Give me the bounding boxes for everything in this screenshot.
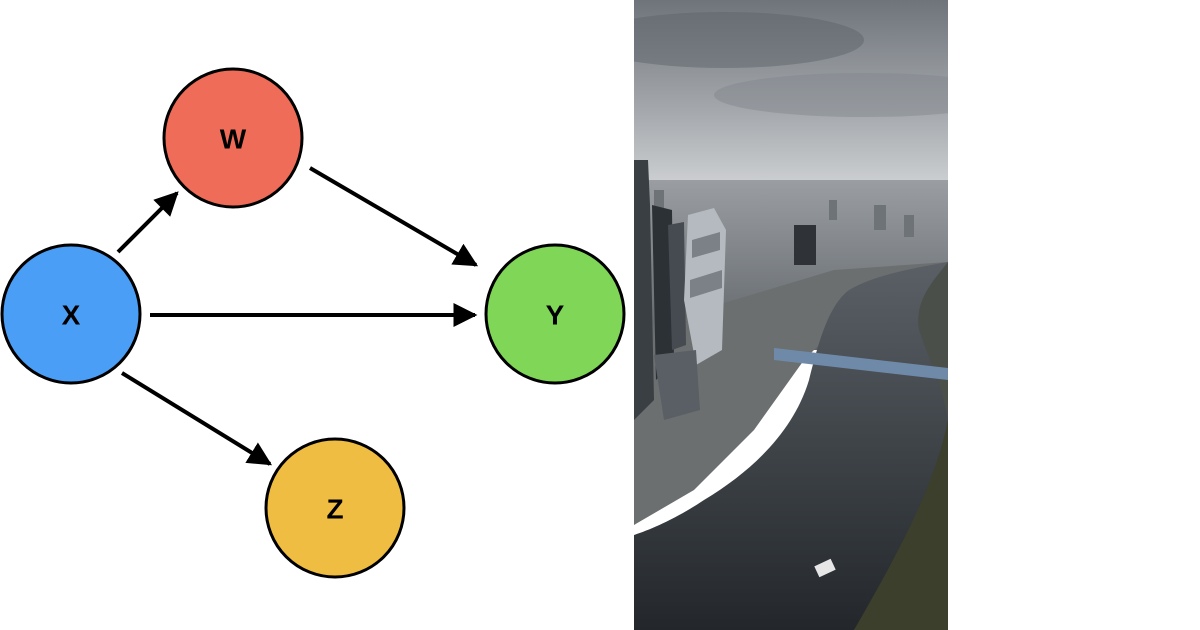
photo-distant-buildings bbox=[654, 190, 914, 265]
edge-x-to-z bbox=[120, 371, 273, 466]
photo-skyscraper bbox=[654, 350, 700, 420]
node-x: X bbox=[0, 243, 142, 385]
node-w-circle bbox=[162, 67, 304, 209]
photo-skyscraper bbox=[668, 222, 686, 350]
causal-diagram: X W Y Z bbox=[0, 67, 626, 579]
photo-bridge bbox=[774, 348, 948, 380]
city-river-photo bbox=[634, 0, 948, 630]
node-y: Y bbox=[484, 243, 626, 385]
photo-boat bbox=[814, 558, 836, 578]
photo-tower-stripes bbox=[692, 232, 720, 258]
edge-x-to-w bbox=[116, 191, 179, 254]
node-y-label: Y bbox=[546, 300, 565, 331]
photo-cloud bbox=[634, 12, 864, 68]
node-z-label: Z bbox=[326, 494, 343, 525]
photo-right-shore bbox=[854, 420, 948, 630]
photo-skyscraper bbox=[652, 205, 674, 380]
node-y-circle bbox=[484, 243, 626, 385]
photo-river bbox=[634, 262, 948, 630]
edge-w-to-y bbox=[308, 166, 479, 267]
node-w: W bbox=[162, 67, 304, 209]
node-z-circle bbox=[264, 437, 406, 579]
photo-right-bank bbox=[918, 262, 948, 420]
photo-tower-stripes bbox=[690, 270, 722, 298]
photo-skyscraper bbox=[634, 160, 654, 420]
node-w-label: W bbox=[220, 124, 247, 155]
node-z: Z bbox=[264, 437, 406, 579]
node-x-circle bbox=[0, 243, 142, 385]
node-x-label: X bbox=[62, 300, 81, 331]
photo-cloud bbox=[714, 73, 948, 117]
